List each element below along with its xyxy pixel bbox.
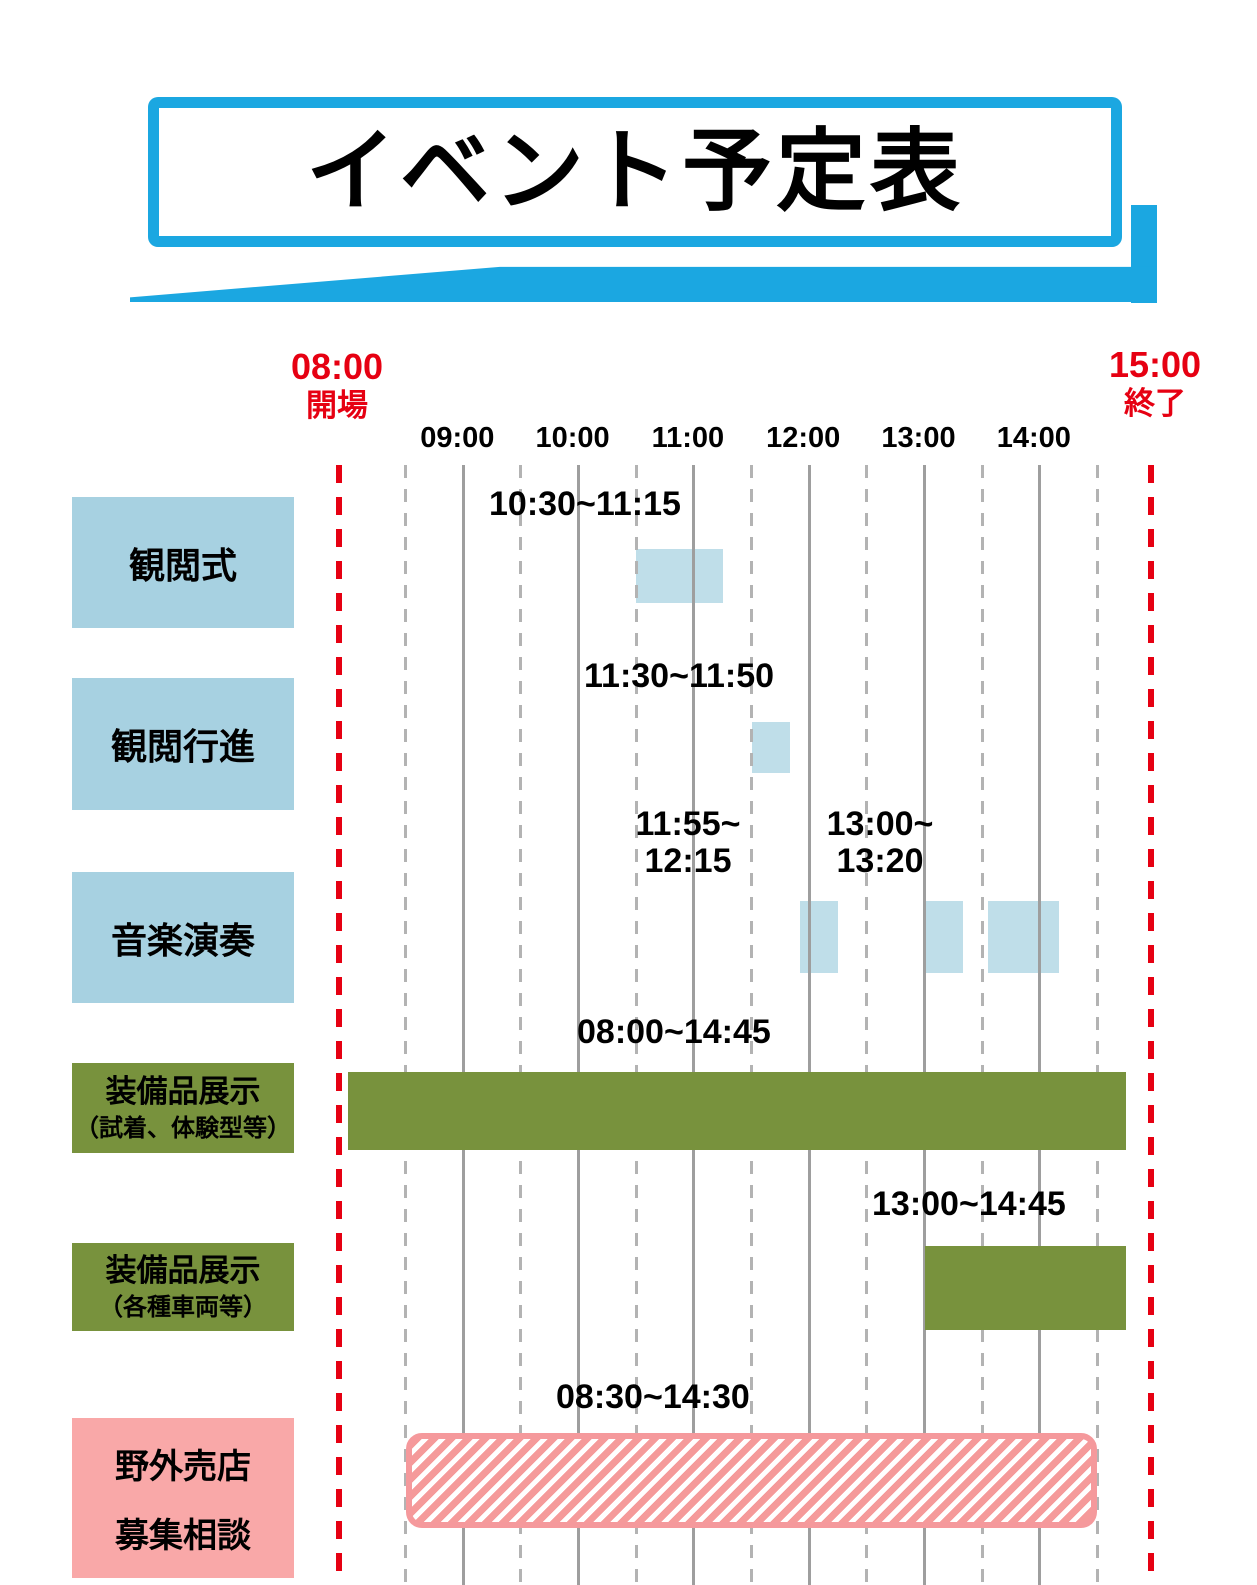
- bar-time-caption: 10:30~11:15: [489, 485, 681, 523]
- bar-time-caption: 13:00~14:45: [872, 1185, 1066, 1223]
- schedule-bar: [636, 549, 723, 603]
- open-boundary-line: [336, 465, 342, 1585]
- row-label-line: （各種車両等）: [99, 1293, 267, 1321]
- row-label: 装備品展示 （各種車両等）: [72, 1243, 294, 1331]
- bar-time-caption: 11:55~12:15: [635, 805, 741, 880]
- hour-tick-label: 13:00: [881, 422, 956, 454]
- schedule-bar: [348, 1072, 1127, 1150]
- open-time-label: 08:00: [290, 346, 384, 387]
- row-label: 観閲式: [72, 497, 294, 628]
- hour-tick-label: 10:00: [535, 422, 610, 454]
- schedule-bar: [751, 722, 790, 773]
- grid-line-half-hour: [404, 465, 408, 1585]
- row-label: 音楽演奏: [72, 872, 294, 1003]
- grid-line-half-hour: [750, 465, 754, 1585]
- row-label: 野外売店募集相談: [72, 1418, 294, 1578]
- schedule-bar: [987, 901, 1059, 973]
- schedule-bar: [799, 901, 838, 973]
- grid-line-half-hour: [634, 465, 638, 1585]
- bar-time-caption: 11:30~11:50: [584, 657, 775, 695]
- title-underline-swoosh: [130, 266, 1157, 302]
- row-label-line: 野外売店: [115, 1447, 251, 1486]
- row-label: 装備品展示 （試着、体験型等）: [72, 1063, 294, 1153]
- title-box: イベント予定表: [148, 97, 1122, 247]
- grid-line-hour: [1038, 465, 1042, 1585]
- row-label-line: 観閲式: [128, 544, 237, 586]
- grid-line-half-hour: [1095, 465, 1099, 1585]
- schedule-bar: [405, 1433, 1098, 1528]
- bar-time-caption: 13:00~13:20: [826, 805, 934, 880]
- grid-line-hour: [577, 465, 581, 1585]
- row-label-line: 募集相談: [115, 1517, 251, 1556]
- page-title: イベント予定表: [306, 122, 964, 222]
- hour-tick-label: 14:00: [996, 422, 1071, 454]
- close-boundary-line: [1148, 465, 1154, 1585]
- hour-tick-label: 12:00: [766, 422, 841, 454]
- hour-tick-label: 09:00: [420, 422, 495, 454]
- open-word-label: 開場: [306, 388, 368, 423]
- schedule-bar: [924, 901, 963, 973]
- row-label: 観閲行進: [72, 678, 294, 810]
- grid-line-half-hour: [980, 465, 984, 1585]
- row-label-line: 装備品展示: [105, 1253, 261, 1289]
- row-label-line: （試着、体験型等）: [75, 1114, 291, 1142]
- schedule-bar: [924, 1246, 1127, 1330]
- hour-tick-label: 11:00: [651, 422, 725, 454]
- bar-time-caption: 08:00~14:45: [577, 1013, 771, 1051]
- grid-line-hour: [461, 465, 465, 1585]
- bar-time-caption: 08:30~14:30: [556, 1378, 750, 1416]
- grid-line-hour: [923, 465, 926, 1585]
- close-time-label: 15:00: [1108, 344, 1202, 385]
- row-label-line: 音楽演奏: [110, 919, 255, 961]
- close-word-label: 終了: [1124, 386, 1186, 421]
- row-label-line: 観閲行進: [110, 726, 255, 767]
- grid-line-hour: [692, 465, 696, 1585]
- grid-line-half-hour: [519, 465, 523, 1585]
- grid-line-half-hour: [865, 465, 869, 1585]
- grid-line-hour: [807, 465, 811, 1585]
- row-label-line: 装備品展示: [105, 1074, 261, 1110]
